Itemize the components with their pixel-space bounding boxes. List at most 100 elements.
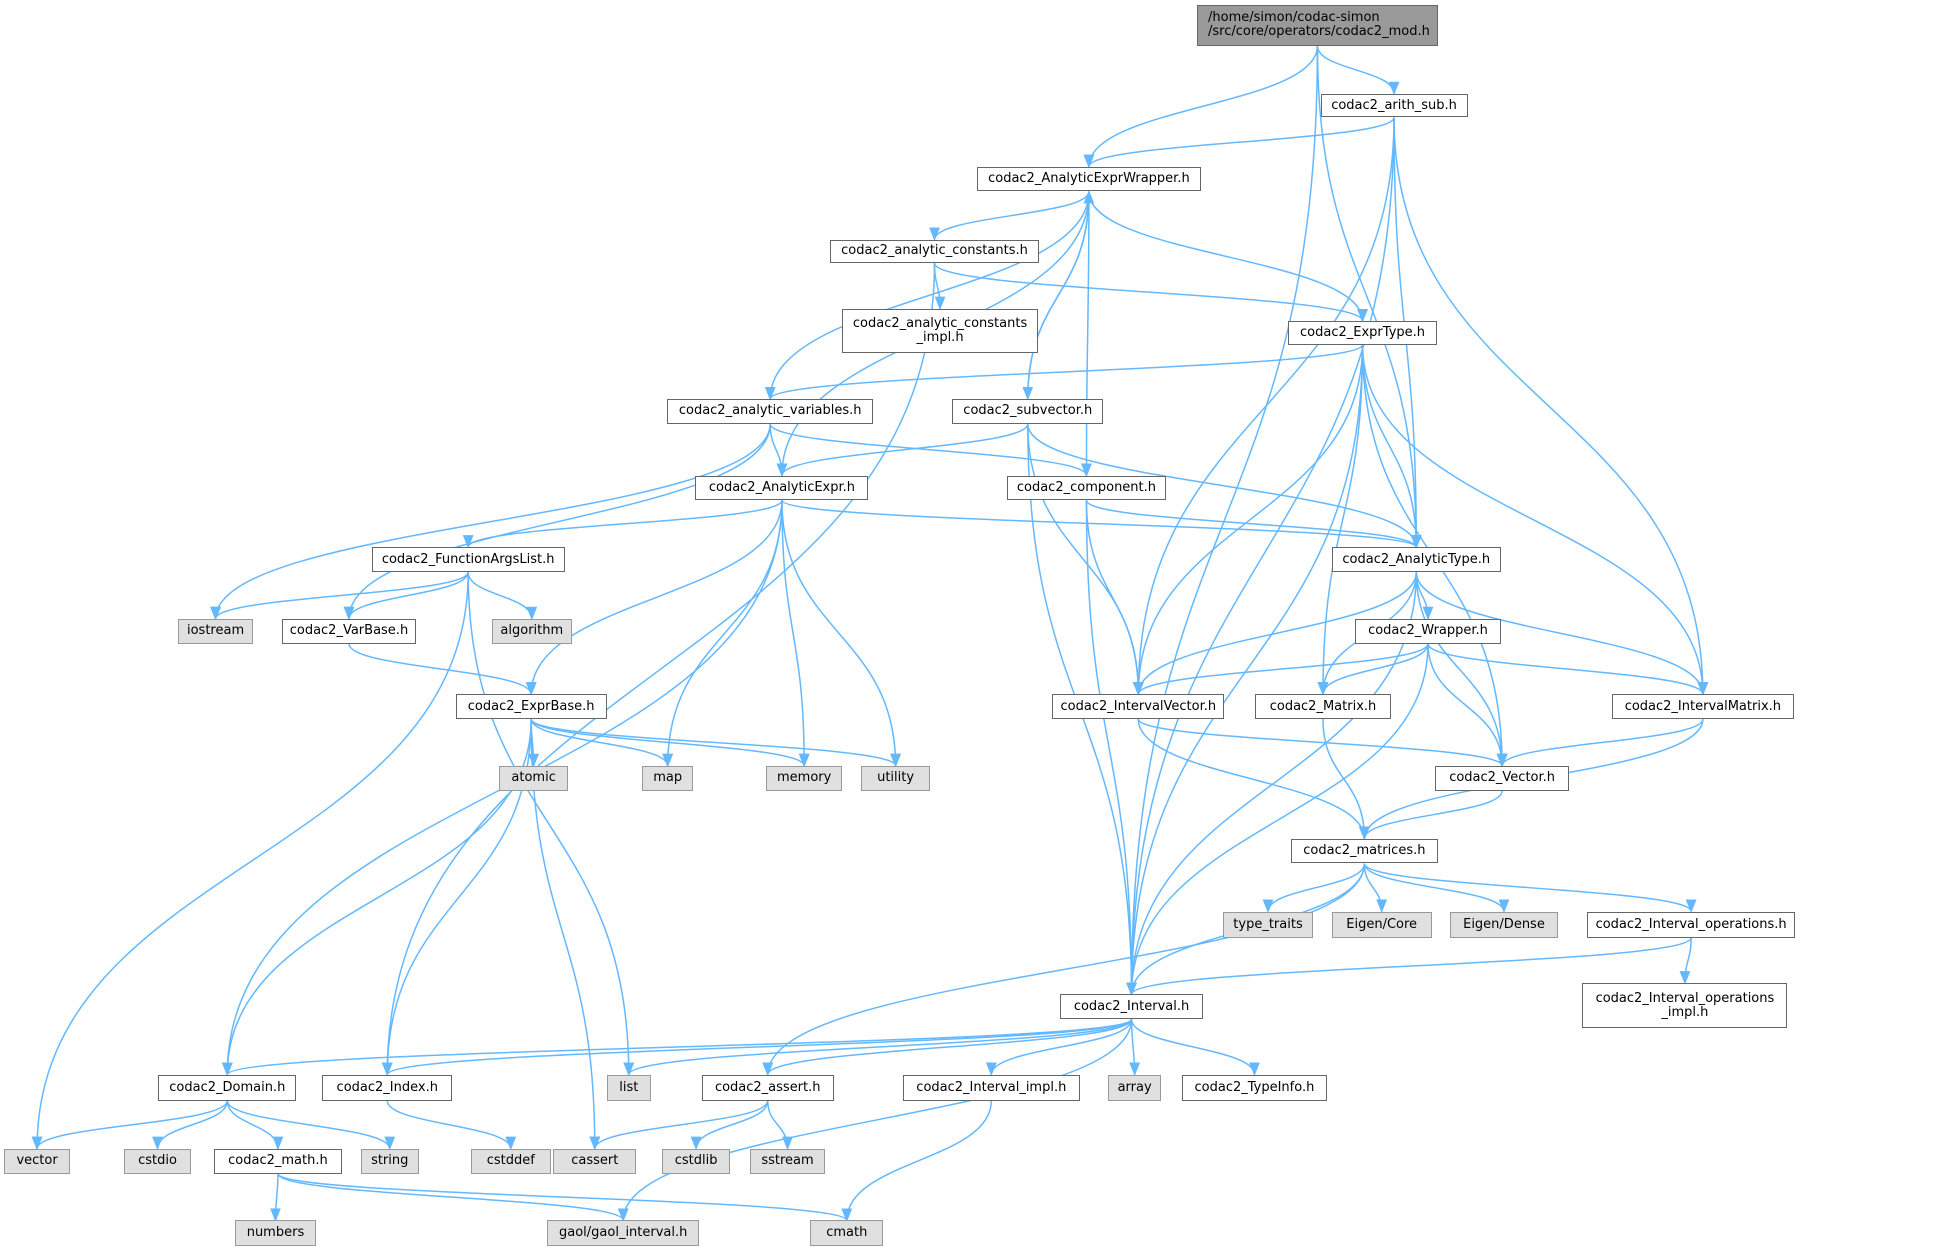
edge-matrices-to-EigenDense (1363, 863, 1510, 914)
edge-ExprWrapper-to-variables (764, 191, 1090, 401)
graph-node-utility: utility (861, 765, 931, 791)
graph-node-IntervalImpl[interactable]: codac2_Interval_impl.h (903, 1074, 1080, 1101)
graph-node-iostream: iostream (177, 618, 254, 644)
edge-assert-to-cassert (589, 1100, 769, 1151)
graph-node-IntervalOpsImpl[interactable]: codac2_Interval_operations _impl.h (1582, 983, 1788, 1028)
edge-arith_sub-to-IntervalMatrix (1393, 117, 1709, 696)
graph-node-subvector[interactable]: codac2_subvector.h (952, 399, 1104, 424)
graph-node-IntervalOps[interactable]: codac2_Interval_operations.h (1587, 911, 1795, 938)
graph-node-mod[interactable]: /home/simon/codac-simon /src/core/operat… (1197, 4, 1438, 46)
edge-IntervalMatrix-to-Vector (1496, 718, 1704, 768)
edge-component-to-AnalyticType (1085, 499, 1422, 549)
graph-node-TypeInfo[interactable]: codac2_TypeInfo.h (1182, 1074, 1327, 1101)
edge-subvector-to-ExprWrapper (1027, 190, 1095, 400)
graph-node-IntervalMatrix[interactable]: codac2_IntervalMatrix.h (1612, 694, 1794, 719)
edge-Interval-to-Index (382, 1018, 1133, 1077)
edge-arith_sub-to-ExprWrapper (1083, 117, 1395, 169)
graph-node-numbers: numbers (234, 1220, 317, 1247)
edge-matrices-to-IntervalOps (1363, 863, 1697, 914)
edge-Domain-to-vector (31, 1100, 229, 1151)
edge-IntervalImpl-to-cmath (841, 1100, 993, 1222)
graph-node-ExprBase[interactable]: codac2_ExprBase.h (455, 694, 607, 719)
graph-node-matrices[interactable]: codac2_matrices.h (1290, 838, 1438, 864)
edge-constants-to-constants_impl (933, 263, 946, 311)
graph-node-algorithm: algorithm (491, 618, 572, 644)
graph-node-constants_impl[interactable]: codac2_analytic_constants _impl.h (842, 308, 1038, 354)
graph-node-arith_sub[interactable]: codac2_arith_sub.h (1320, 93, 1468, 118)
graph-node-cassert: cassert (553, 1148, 637, 1174)
edge-ExprType-to-AnalyticType (1361, 344, 1422, 549)
edge-AnalyticExpr-to-utility (781, 500, 901, 768)
edge-mod-to-AnalyticType (1316, 45, 1422, 549)
edge-ExprBase-to-Domain (221, 718, 532, 1077)
graph-node-cstdlib: cstdlib (662, 1148, 731, 1174)
graph-node-type_traits: type_traits (1222, 911, 1314, 938)
graph-node-Wrapper[interactable]: codac2_Wrapper.h (1355, 618, 1501, 644)
graph-node-VarBase[interactable]: codac2_VarBase.h (281, 618, 417, 644)
edge-arith_sub-to-Interval (1126, 117, 1395, 996)
edge-Wrapper-to-Vector (1427, 643, 1508, 768)
graph-node-variables[interactable]: codac2_analytic_variables.h (667, 399, 874, 424)
edge-variables-to-VarBase (343, 423, 771, 621)
edge-IntervalVector-to-matrices (1137, 718, 1370, 841)
graph-node-EigenDense: Eigen/Dense (1450, 911, 1558, 938)
edge-assert-to-cstdlib (690, 1100, 769, 1151)
edge-Interval-to-gaol (617, 1019, 1133, 1222)
edge-ExprType-to-Matrix (1317, 344, 1364, 696)
edge-Interval-to-array (1129, 1019, 1141, 1077)
edge-subvector-to-AnalyticType (1027, 423, 1422, 549)
edge-FunctionArgsList-to-iostream (210, 571, 469, 621)
edge-Index-to-cstddef (386, 1100, 517, 1151)
graph-node-Index[interactable]: codac2_Index.h (322, 1074, 453, 1101)
edge-Interval-to-list (623, 1018, 1133, 1077)
graph-node-string: string (360, 1148, 419, 1174)
edge-variables-to-component (769, 423, 1092, 477)
edge-ExprType-to-IntervalMatrix (1361, 344, 1709, 696)
graph-node-AnalyticType[interactable]: codac2_AnalyticType.h (1331, 547, 1501, 572)
graph-node-Domain[interactable]: codac2_Domain.h (158, 1074, 297, 1101)
edge-subvector-to-AnalyticExpr (776, 423, 1029, 477)
edge-IntervalVector-to-Vector (1137, 718, 1508, 768)
edge-ExprBase-to-utility (530, 718, 901, 768)
edge-math-to-cmath (277, 1172, 852, 1222)
edge-AnalyticExpr-to-FunctionArgsList (462, 499, 783, 549)
edge-Domain-to-string (226, 1100, 396, 1151)
graph-node-component[interactable]: codac2_component.h (1006, 475, 1167, 501)
edge-AnalyticExpr-to-memory (781, 500, 810, 768)
graph-node-assert[interactable]: codac2_assert.h (701, 1074, 834, 1101)
edge-assert-to-sstream (766, 1100, 793, 1151)
graph-node-math[interactable]: codac2_math.h (213, 1148, 343, 1174)
edge-arith_sub-to-IntervalVector (1132, 117, 1395, 696)
edge-AnalyticType-to-IntervalVector (1132, 571, 1418, 696)
graph-node-sstream: sstream (749, 1148, 826, 1174)
graph-node-FunctionArgsList[interactable]: codac2_FunctionArgsList.h (371, 547, 565, 572)
edge-variables-to-iostream (210, 423, 771, 621)
edge-Interval-to-IntervalImpl (985, 1018, 1133, 1077)
graph-node-Vector[interactable]: codac2_Vector.h (1435, 765, 1569, 791)
graph-node-Matrix[interactable]: codac2_Matrix.h (1255, 694, 1391, 719)
edge-Domain-to-math (226, 1100, 284, 1151)
edge-ExprWrapper-to-ExprType (1088, 191, 1368, 323)
graph-node-constants[interactable]: codac2_analytic_constants.h (830, 239, 1039, 264)
edge-matrices-to-EigenCore (1363, 863, 1388, 914)
graph-node-gaol: gaol/gaol_interval.h (547, 1220, 700, 1247)
edge-VarBase-to-ExprBase (348, 643, 537, 696)
graph-node-EigenCore: Eigen/Core (1331, 911, 1432, 938)
edge-Wrapper-to-Matrix (1317, 643, 1429, 696)
edge-FunctionArgsList-to-VarBase (343, 571, 469, 621)
graph-node-cstdio: cstdio (123, 1148, 192, 1174)
graph-node-list: list (606, 1074, 651, 1101)
edge-ExprBase-to-memory (530, 718, 810, 768)
edge-component-to-IntervalVector (1085, 500, 1144, 696)
edge-Wrapper-to-Interval (1126, 643, 1429, 996)
edge-mod-to-Interval (1126, 45, 1319, 996)
graph-node-Interval[interactable]: codac2_Interval.h (1059, 994, 1204, 1020)
graph-node-IntervalVector[interactable]: codac2_IntervalVector.h (1052, 694, 1225, 719)
edge-math-to-gaol (277, 1173, 629, 1222)
edge-FunctionArgsList-to-vector (31, 571, 469, 1151)
edge-AnalyticType-to-Vector (1415, 571, 1508, 768)
graph-node-ExprType[interactable]: codac2_ExprType.h (1288, 321, 1437, 345)
graph-node-AnalyticExpr[interactable]: codac2_AnalyticExpr.h (695, 475, 869, 501)
graph-node-ExprWrapper[interactable]: codac2_AnalyticExprWrapper.h (977, 166, 1201, 192)
